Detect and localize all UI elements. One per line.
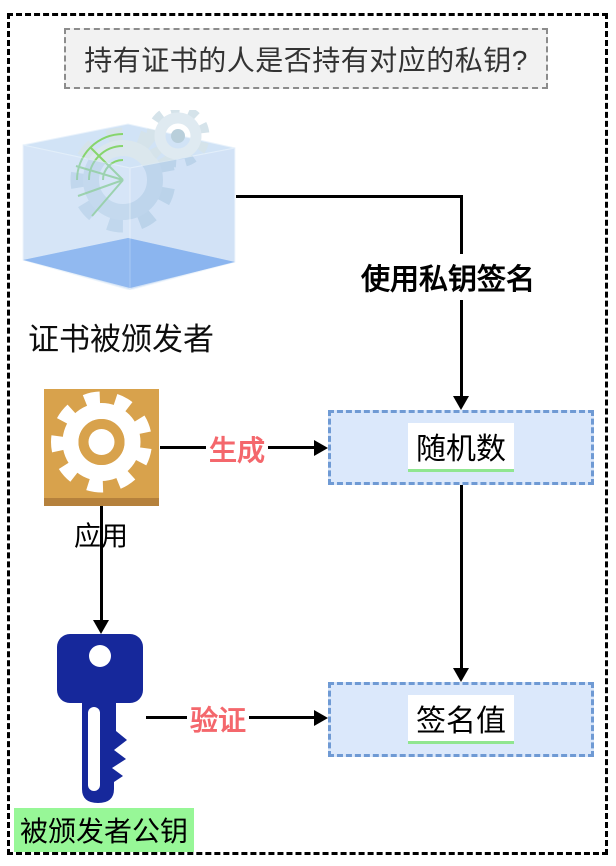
diagram-frame [7, 13, 608, 855]
arrow-right-icon [314, 710, 328, 726]
edge-sign-hline [236, 195, 463, 198]
edge-sign-label: 使用私钥签名 [357, 254, 539, 300]
random-number-node: 随机数 [328, 410, 594, 485]
arrow-down-icon [93, 620, 109, 634]
arrow-down-icon [453, 668, 469, 682]
edge-verify-label: 验证 [186, 697, 250, 741]
public-key-label: 被颁发者公钥 [14, 808, 195, 852]
gear-icon [44, 389, 159, 506]
edge-apply-label: 应用 [74, 521, 128, 552]
arrow-down-icon [453, 396, 469, 410]
signature-value-node: 签名值 [328, 682, 594, 757]
arrow-right-icon [314, 440, 328, 456]
signature-value-label: 签名值 [408, 695, 514, 744]
question-title: 持有证书的人是否持有对应的私钥? [84, 44, 528, 76]
key-icon [57, 634, 143, 803]
edge-generate-label: 生成 [205, 427, 269, 471]
edge-sign-to-value-line [460, 485, 463, 668]
random-number-label: 随机数 [408, 423, 514, 472]
certificate-box-icon [22, 110, 236, 290]
issuer-label: 证书被颁发者 [28, 322, 214, 357]
question-title-box: 持有证书的人是否持有对应的私钥? [64, 28, 548, 89]
edge-apply-line [100, 506, 103, 621]
